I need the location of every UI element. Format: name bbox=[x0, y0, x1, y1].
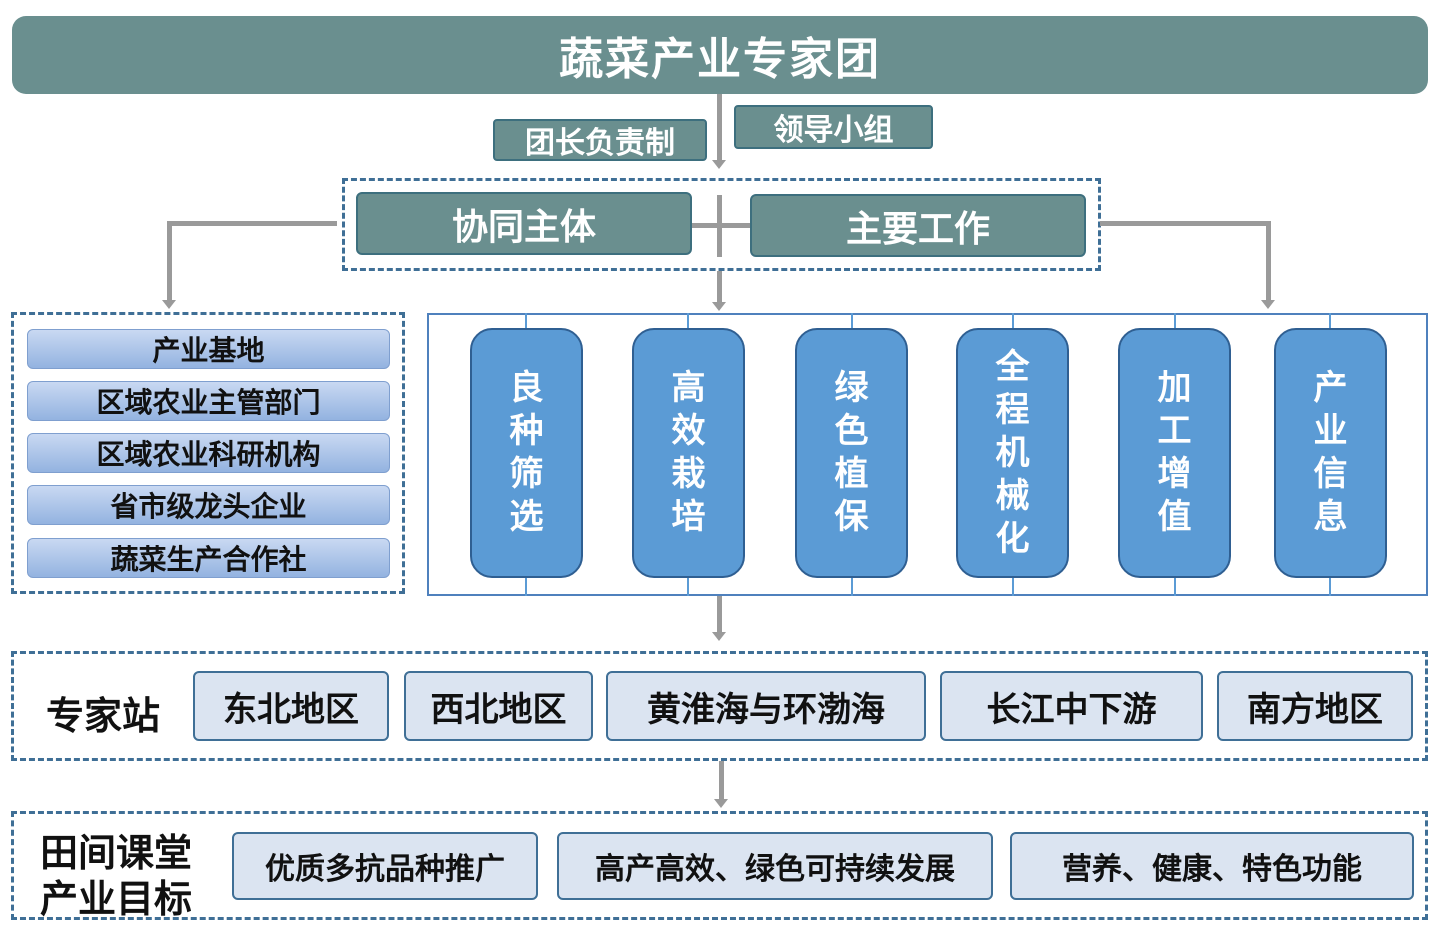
work-item: 全程机械化 bbox=[956, 328, 1069, 578]
region-item: 长江中下游 bbox=[940, 671, 1203, 741]
work-item: 高效栽培 bbox=[632, 328, 745, 578]
arrowhead bbox=[712, 160, 726, 169]
goals-box bbox=[11, 811, 1428, 920]
arrowhead bbox=[712, 632, 726, 641]
work-item: 加工增值 bbox=[1118, 328, 1231, 578]
region-item: 西北地区 bbox=[404, 671, 593, 741]
connector-right-v bbox=[1266, 221, 1271, 301]
work-tick bbox=[1329, 578, 1331, 596]
goal-item: 高产高效、绿色可持续发展 bbox=[557, 832, 993, 900]
work-tick bbox=[1012, 313, 1014, 328]
connector-left-v bbox=[167, 221, 172, 301]
partner-item: 省市级龙头企业 bbox=[27, 485, 390, 525]
arrowhead bbox=[162, 300, 176, 309]
connector-center-down bbox=[717, 271, 722, 303]
connector-left-h bbox=[167, 221, 337, 226]
work-item: 产业信息 bbox=[1274, 328, 1387, 578]
arrowhead bbox=[712, 302, 726, 311]
main-work-box bbox=[427, 313, 1428, 596]
connector-right-h bbox=[1100, 221, 1271, 226]
goal-item: 优质多抗品种推广 bbox=[232, 832, 538, 900]
stations-label: 专家站 bbox=[46, 694, 161, 738]
connector-work-down bbox=[717, 596, 722, 633]
work-tick bbox=[1174, 578, 1176, 596]
center-group bbox=[342, 178, 1101, 271]
leadership-group-tag: 领导小组 bbox=[734, 105, 933, 149]
main-work-header: 主要工作 bbox=[750, 194, 1086, 257]
goals-label-line2: 产业目标 bbox=[40, 877, 193, 921]
connector-station-down bbox=[719, 761, 724, 800]
region-item: 东北地区 bbox=[193, 671, 389, 741]
connector-cross-v bbox=[717, 195, 722, 257]
work-tick bbox=[687, 313, 689, 328]
work-item: 绿色植保 bbox=[795, 328, 908, 578]
goal-item: 营养、健康、特色功能 bbox=[1010, 832, 1414, 900]
work-tick bbox=[851, 313, 853, 328]
arrowhead bbox=[714, 799, 728, 808]
work-tick bbox=[851, 578, 853, 596]
goals-label-line1: 田间课堂 bbox=[40, 831, 193, 875]
stations-box bbox=[11, 651, 1428, 761]
connector-title-down bbox=[717, 94, 722, 162]
region-item: 南方地区 bbox=[1217, 671, 1413, 741]
work-tick bbox=[525, 313, 527, 328]
work-tick bbox=[1329, 313, 1331, 328]
work-tick bbox=[525, 578, 527, 596]
leader-responsibility-tag: 团长负责制 bbox=[493, 119, 707, 161]
work-tick bbox=[1012, 578, 1014, 596]
partners-header: 协同主体 bbox=[356, 192, 692, 255]
partner-item: 区域农业主管部门 bbox=[27, 381, 390, 421]
partner-item: 产业基地 bbox=[27, 329, 390, 369]
work-tick bbox=[687, 578, 689, 596]
region-item: 黄淮海与环渤海 bbox=[606, 671, 926, 741]
arrowhead bbox=[1261, 300, 1275, 309]
work-item: 良种筛选 bbox=[470, 328, 583, 578]
partner-item: 区域农业科研机构 bbox=[27, 433, 390, 473]
page-title: 蔬菜产业专家团 bbox=[12, 16, 1428, 94]
work-tick bbox=[1174, 313, 1176, 328]
partner-item: 蔬菜生产合作社 bbox=[27, 538, 390, 578]
partners-box bbox=[11, 312, 405, 594]
